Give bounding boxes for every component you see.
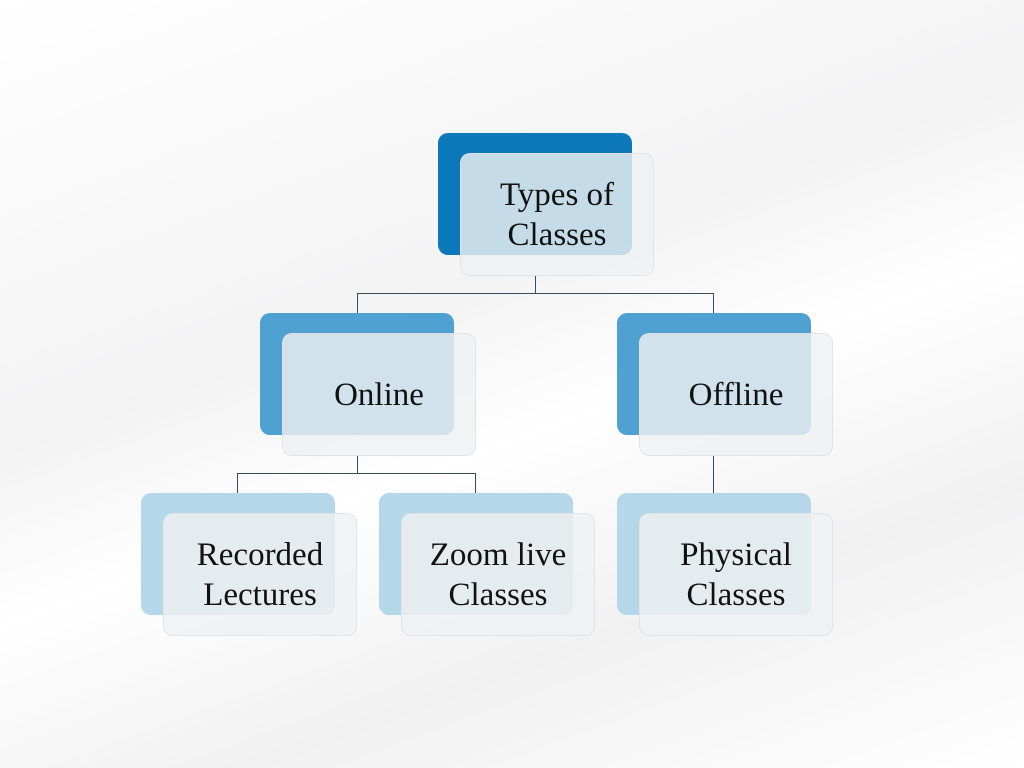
zoom-live-classes-node: Zoom live Classes [401, 513, 595, 636]
root-label: Types of Classes [499, 176, 615, 253]
recorded-lectures-label: Recorded Lectures [196, 536, 324, 613]
root-node: Types of Classes [460, 153, 654, 276]
connector [713, 293, 714, 313]
connector [535, 276, 536, 293]
physical-classes-label: Physical Classes [680, 536, 792, 613]
zoom-live-classes-label: Zoom live Classes [429, 536, 567, 613]
connector [357, 293, 358, 313]
connector [237, 473, 238, 493]
offline-node: Offline [639, 333, 833, 456]
online-label: Online [334, 376, 424, 413]
online-node: Online [282, 333, 476, 456]
offline-label: Offline [688, 376, 784, 413]
recorded-lectures-node: Recorded Lectures [163, 513, 357, 636]
connector [357, 293, 714, 294]
connector [237, 473, 476, 474]
physical-classes-node: Physical Classes [639, 513, 833, 636]
connector [357, 456, 358, 473]
connector [713, 456, 714, 493]
connector [475, 473, 476, 493]
